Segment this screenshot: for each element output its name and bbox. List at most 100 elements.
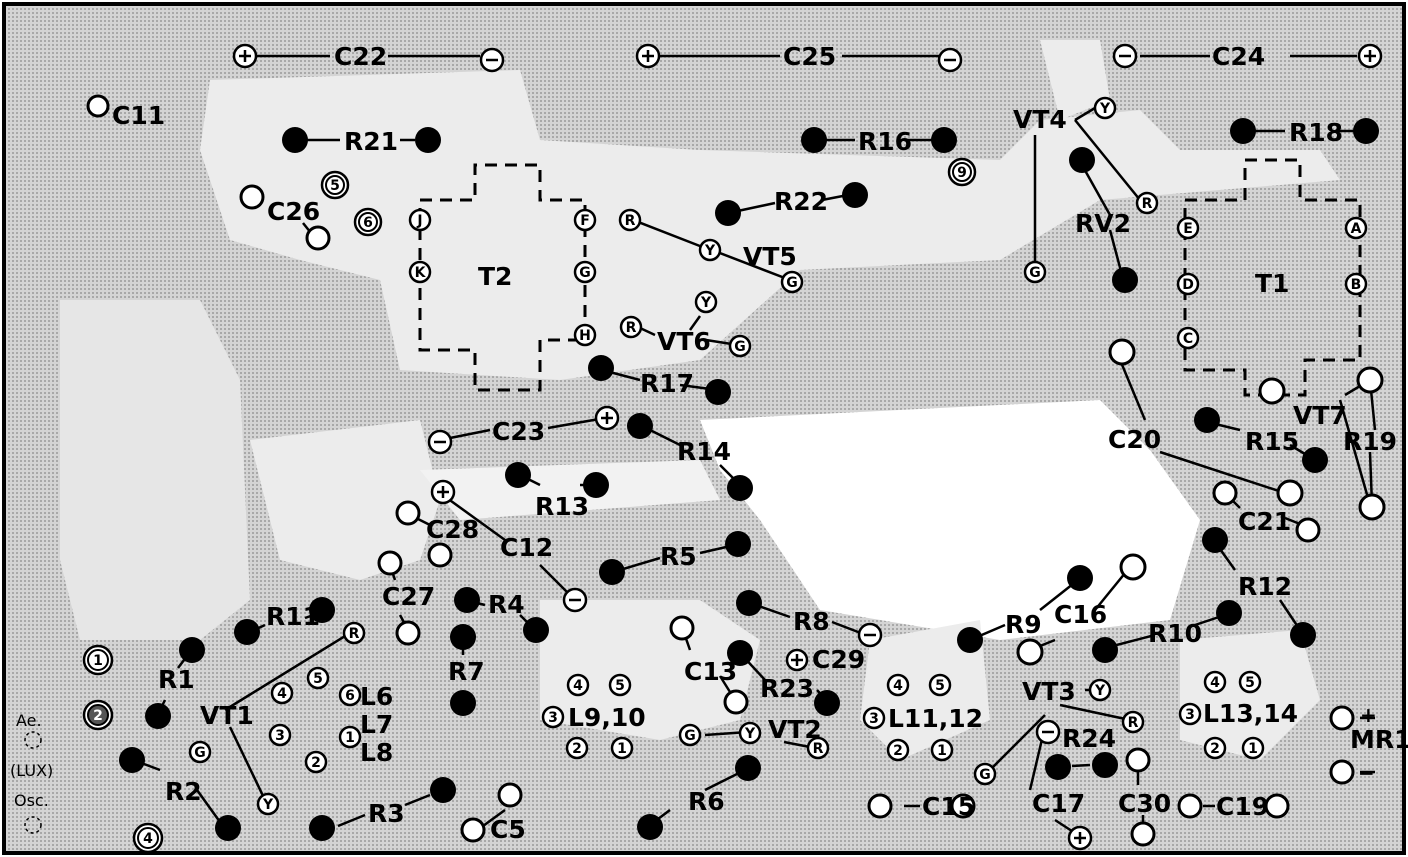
- svg-text:G: G: [979, 767, 991, 783]
- label-t2: T2: [478, 262, 512, 291]
- svg-text:1: 1: [617, 741, 627, 757]
- svg-text:3: 3: [1185, 707, 1195, 723]
- label-vt7: VT7: [1293, 401, 1347, 430]
- label-l8: L8: [360, 738, 393, 767]
- note-ae: Ae.: [16, 711, 42, 730]
- svg-text:4: 4: [893, 678, 903, 694]
- svg-text:G: G: [1029, 265, 1041, 281]
- label-r16: R16: [858, 127, 912, 156]
- l11-pin-3: 3: [862, 706, 886, 730]
- vt3-pin-g: G: [973, 762, 997, 786]
- vt4-pin-y: Y: [1093, 96, 1117, 120]
- label-c22: C22: [334, 42, 387, 71]
- svg-text:R: R: [813, 741, 824, 757]
- label-l6: L6: [360, 682, 393, 711]
- svg-text:2: 2: [893, 743, 903, 759]
- svg-text:J: J: [416, 213, 422, 229]
- label-vt4: VT4: [1013, 105, 1067, 134]
- pin-d: D: [1176, 272, 1200, 296]
- vt4-pin-r: R: [1135, 191, 1159, 215]
- label-c21: C21: [1238, 507, 1291, 536]
- label-r2: R2: [165, 777, 202, 806]
- label-r18: R18: [1289, 118, 1343, 147]
- label-c11: C11: [112, 101, 165, 130]
- label-c27: C27: [382, 582, 435, 611]
- pad-6: 6: [353, 207, 383, 237]
- svg-text:3: 3: [275, 728, 285, 744]
- label-rv2: RV2: [1075, 209, 1131, 238]
- label-r3: R3: [368, 799, 405, 828]
- label-l9-10: L9,10: [568, 703, 646, 732]
- svg-text:R: R: [626, 320, 637, 336]
- pad-5: 5: [320, 170, 350, 200]
- pin-pads: 1 2 4 9 5 6 J K F G H E D C A B R Y G Y …: [82, 96, 1368, 854]
- svg-text:R: R: [1142, 196, 1153, 212]
- svg-text:3: 3: [548, 710, 558, 726]
- svg-text:1: 1: [1248, 741, 1258, 757]
- svg-text:G: G: [579, 265, 591, 281]
- svg-text:K: K: [415, 265, 427, 281]
- svg-text:4: 4: [1210, 675, 1220, 691]
- svg-text:Y: Y: [1099, 101, 1111, 117]
- label-c30: C30: [1118, 789, 1171, 818]
- vt5-pin-g: G: [780, 270, 804, 294]
- l6-pin-4: 4: [270, 681, 294, 705]
- svg-text:2: 2: [1210, 741, 1220, 757]
- svg-text:H: H: [579, 328, 591, 344]
- pin-c: C: [1176, 326, 1200, 350]
- note-osc: Osc.: [14, 791, 49, 810]
- svg-text:R: R: [625, 213, 636, 229]
- svg-text:1: 1: [345, 730, 355, 746]
- pin-b: B: [1344, 272, 1368, 296]
- l13-pin-3: 3: [1178, 702, 1202, 726]
- pin-f: F: [573, 208, 597, 232]
- label-c26: C26: [267, 197, 320, 226]
- label-r12: R12: [1238, 572, 1292, 601]
- label-c13: C13: [684, 657, 737, 686]
- label-r9: R9: [1005, 610, 1042, 639]
- l13-pin-4: 4: [1203, 670, 1227, 694]
- l9-pin-4: 4: [566, 673, 590, 697]
- label-vt6: VT6: [657, 327, 711, 356]
- label-l11-12: L11,12: [888, 704, 983, 733]
- note-lux: (LUX): [10, 761, 53, 780]
- svg-text:C: C: [1183, 331, 1193, 347]
- label-c12: C12: [500, 533, 553, 562]
- label-r11: R11: [266, 602, 320, 631]
- pad-9: 9: [947, 157, 977, 187]
- label-vt1: VT1: [200, 701, 254, 730]
- svg-text:4: 4: [143, 831, 153, 847]
- svg-text:6: 6: [363, 215, 373, 231]
- svg-text:3: 3: [869, 711, 879, 727]
- svg-text:Y: Y: [262, 797, 274, 813]
- svg-text:5: 5: [1245, 675, 1255, 691]
- label-vt3: VT3: [1022, 677, 1076, 706]
- label-c29: C29: [812, 645, 865, 674]
- pin-a: A: [1344, 216, 1368, 240]
- label-c5: C5: [490, 815, 526, 844]
- svg-text:G: G: [684, 728, 696, 744]
- vt5-pin-r: R: [618, 208, 642, 232]
- svg-text:2: 2: [93, 708, 103, 724]
- label-r14: R14: [677, 437, 731, 466]
- label-c20: C20: [1108, 425, 1161, 454]
- l9-pin-2: 2: [565, 736, 589, 760]
- svg-text:A: A: [1351, 221, 1362, 237]
- component-labels: C22 C25 C24 C11 R21 R16 VT4 R18 C26 T2 R…: [112, 42, 1408, 844]
- label-r15: R15: [1245, 427, 1299, 456]
- l13-pin-5: 5: [1238, 670, 1262, 694]
- vt6-pin-y: Y: [694, 290, 718, 314]
- svg-text:6: 6: [345, 688, 355, 704]
- l9-pin-1: 1: [610, 736, 634, 760]
- label-c25: C25: [783, 42, 836, 71]
- svg-text:B: B: [1351, 277, 1362, 293]
- l11-pin-2: 2: [886, 738, 910, 762]
- hollow-pads: [86, 94, 1386, 847]
- note-mr1-minus: −: [1358, 761, 1375, 785]
- label-r21: R21: [344, 127, 398, 156]
- vt5-pin-y: Y: [698, 238, 722, 262]
- vt2-pin-y: Y: [738, 721, 762, 745]
- l6-pin-2: 2: [304, 750, 328, 774]
- pin-j: J: [408, 208, 432, 232]
